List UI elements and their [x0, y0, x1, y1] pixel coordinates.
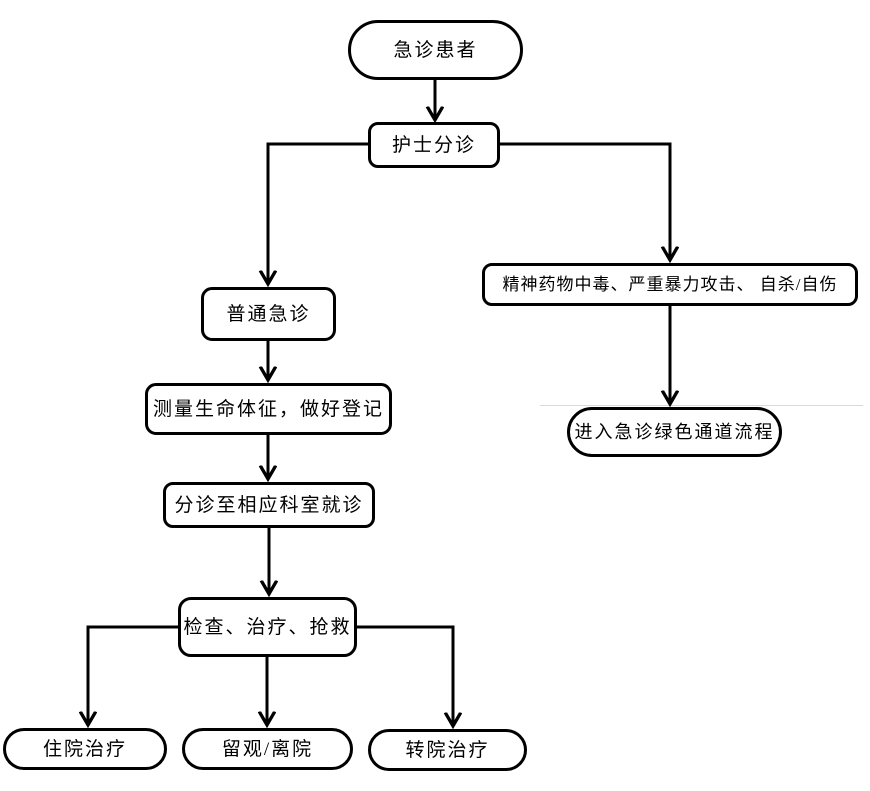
node-vital-signs: 测量生命体征，做好登记: [145, 383, 392, 435]
connector-treatment-to-transfer: [357, 625, 453, 726]
node-start: 急诊患者: [348, 20, 523, 80]
node-department-triage: 分诊至相应科室就诊: [163, 482, 375, 528]
node-vital-signs-label: 测量生命体征，做好登记: [152, 398, 384, 420]
node-transfer: 转院治疗: [368, 729, 527, 771]
node-observe-discharge-label: 留观/离院: [221, 738, 314, 760]
node-psychiatric-emergency-label: 精神药物中毒、严重暴力攻击、 自杀/自伤: [502, 275, 838, 294]
connector-treatment-to-hospitalize: [88, 625, 178, 725]
node-psychiatric-emergency: 精神药物中毒、严重暴力攻击、 自杀/自伤: [482, 263, 858, 306]
node-treatment-label: 检查、治疗、抢救: [183, 616, 352, 638]
node-ordinary-emergency: 普通急诊: [201, 287, 336, 341]
node-transfer-label: 转院治疗: [405, 739, 490, 761]
node-green-channel-label: 进入急诊绿色通道流程: [574, 422, 775, 442]
node-triage-label: 护士分诊: [391, 134, 476, 156]
node-triage: 护士分诊: [368, 122, 500, 168]
node-ordinary-emergency-label: 普通急诊: [226, 303, 311, 325]
node-observe-discharge: 留观/离院: [182, 728, 353, 770]
node-department-triage-label: 分诊至相应科室就诊: [174, 494, 364, 516]
node-treatment: 检查、治疗、抢救: [178, 597, 357, 657]
connector-triage-to-psychiatric: [500, 142, 670, 260]
node-hospitalize-label: 住院治疗: [42, 738, 127, 760]
node-start-label: 急诊患者: [393, 39, 478, 61]
node-green-channel: 进入急诊绿色通道流程: [567, 407, 782, 457]
node-hospitalize: 住院治疗: [3, 728, 167, 770]
connector-triage-to-ordinary: [268, 142, 368, 284]
